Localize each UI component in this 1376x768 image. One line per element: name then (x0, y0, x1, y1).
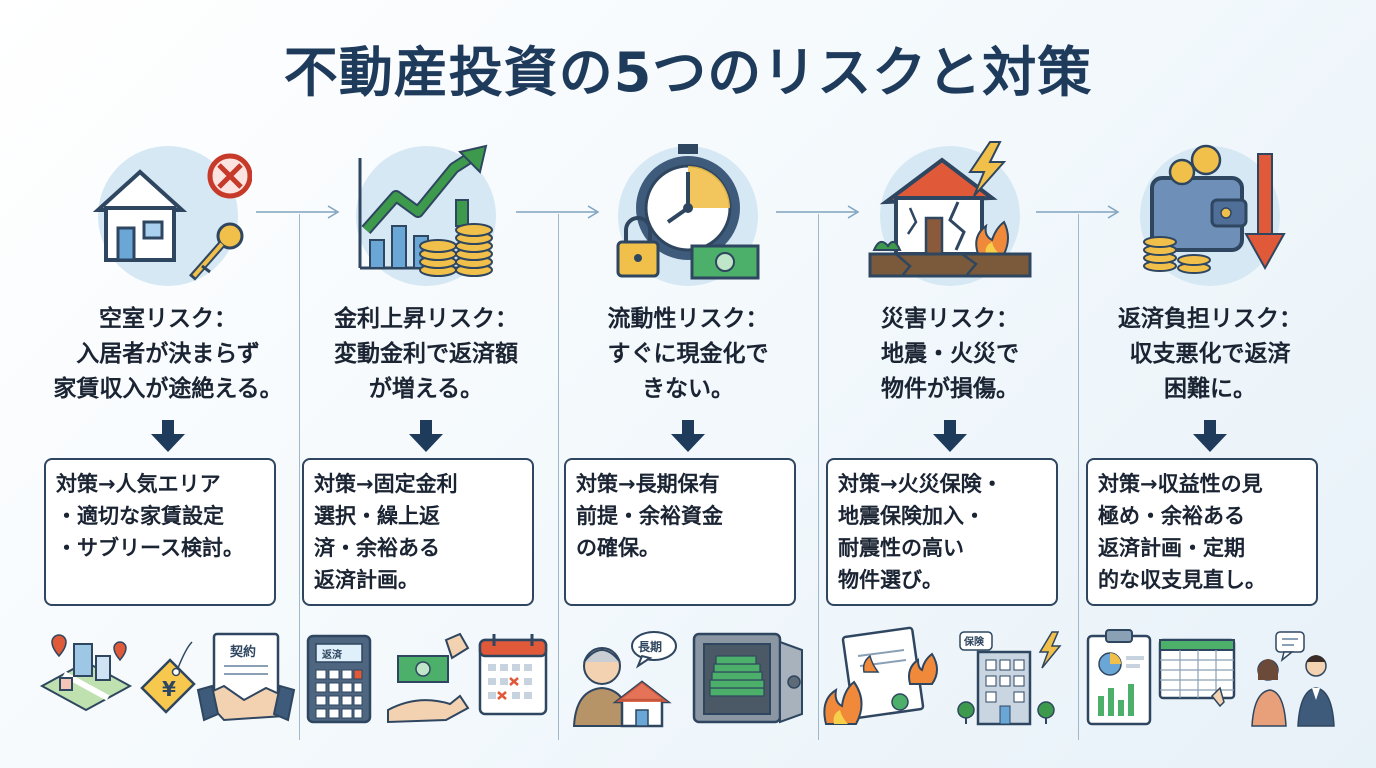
countermeasure-box: 対策→収益性の見 極め・余裕ある 返済計画・定期 的な収支見直し。 (1086, 458, 1318, 606)
rising-chart-coins-icon (342, 138, 510, 288)
elderly-owner-icon: 長期 (572, 631, 677, 728)
building-icon: 保険 (957, 631, 1062, 726)
money-hand-icon (387, 632, 470, 724)
countermeasure-line: 対策→固定金利 (314, 472, 458, 496)
countermeasure-line: 前提・余裕資金 (576, 504, 723, 528)
risk-line: すぐに現金化で (607, 341, 769, 367)
countermeasure-line: の確保。 (576, 536, 660, 560)
flow-arrow (1036, 205, 1122, 219)
countermeasure-line: 返済計画・定期 (1098, 536, 1245, 560)
column-divider (1078, 214, 1079, 740)
yen-sign: ¥ (162, 677, 176, 701)
down-arrow-icon (151, 420, 185, 454)
countermeasure-box: 対策→人気エリア ・適切な家賃設定 ・サブリース検討。 (44, 458, 276, 606)
down-arrow-icon (933, 420, 967, 454)
countermeasure-line: 物件選び。 (838, 568, 943, 592)
risk-heading: 返済負担リスク： (1118, 306, 1302, 332)
risk-line: 地震・火災で (881, 341, 1019, 367)
illustration-row: 返済 (296, 626, 556, 730)
countermeasure-box: 対策→固定金利 選択・繰上返 済・余裕ある 返済計画。 (302, 458, 534, 606)
stopwatch-lock-cash-icon (604, 138, 772, 288)
countermeasure-line: 返済計画。 (314, 568, 419, 592)
risk-description: 空室リスク： 入居者が決まらず 家賃収入が途絶える。 (38, 302, 298, 407)
countermeasure-box: 対策→長期保有 前提・余裕資金 の確保。 (564, 458, 796, 606)
risk-heading: 金利上昇リスク： (334, 306, 518, 332)
risk-heading: 災害リスク： (881, 306, 1019, 332)
risk-description: 返済負担リスク： 収支悪化で返済 困難に。 (1080, 302, 1340, 407)
risk-line: が増える。 (368, 376, 484, 402)
risk-description: 流動性リスク： すぐに現金化で きない。 (558, 302, 818, 407)
risk-line: 変動金利で返済額 (334, 341, 518, 367)
countermeasure-line: 対策→人気エリア (56, 472, 221, 496)
risk-column-repayment-burden: 返済負担リスク： 収支悪化で返済 困難に。 対策→収益性の見 極め・余裕ある 返… (1086, 130, 1335, 740)
illustration-row: 長期 (558, 626, 818, 730)
risk-column-vacancy: 空室リスク： 入居者が決まらず 家賃収入が途絶える。 対策→人気エリア ・適切な… (39, 130, 296, 740)
column-divider (299, 214, 300, 740)
risk-line: 家賃収入が途絶える。 (53, 376, 283, 402)
spreadsheet-icon (1158, 638, 1236, 708)
countermeasure-line: 選択・繰上返 (314, 504, 440, 528)
countermeasure-line: 対策→長期保有 (576, 472, 720, 496)
contract-handshake-icon: 契約 (196, 632, 296, 722)
risk-description: 災害リスク： 地震・火災で 物件が損傷。 (820, 302, 1080, 407)
countermeasure-line: 済・余裕ある (314, 536, 440, 560)
fire-insurance-icon (823, 626, 938, 725)
risk-line: 困難に。 (1164, 376, 1256, 402)
disaster-house-icon (866, 138, 1034, 288)
countermeasure-line: ・適切な家賃設定 (56, 504, 224, 528)
flow-arrow (256, 205, 342, 219)
risk-line: きない。 (642, 376, 734, 402)
risk-line: 物件が損傷。 (881, 376, 1019, 402)
risk-heading: 流動性リスク： (607, 306, 769, 332)
illustration-row (1080, 626, 1340, 730)
illustration-row: 保険 (820, 626, 1080, 730)
contract-label: 契約 (229, 644, 256, 660)
clipboard-chart-icon (1086, 629, 1152, 726)
long-term-label: 長期 (638, 639, 662, 654)
risk-column-interest-rate: 金利上昇リスク： 変動金利で返済額 が増える。 対策→固定金利 選択・繰上返 済… (302, 130, 548, 740)
countermeasure-box: 対策→火災保険・ 地震保険加入・ 耐震性の高い 物件選び。 (826, 458, 1058, 606)
calculator-icon: 返済 (306, 634, 372, 724)
countermeasure-line: 的な収支見直し。 (1098, 568, 1266, 592)
countermeasure-line: 対策→火災保険・ (838, 472, 1003, 496)
safe-icon (692, 632, 803, 724)
risk-heading: 空室リスク： (99, 306, 237, 332)
countermeasure-line: 対策→収益性の見 (1098, 472, 1263, 496)
city-map-icon (39, 634, 133, 712)
risk-line: 入居者が決まらず (76, 341, 260, 367)
illustration-row: ¥ 契約 (38, 626, 298, 730)
down-arrow-icon (671, 420, 705, 454)
flow-arrow (516, 205, 602, 219)
flow-arrow (776, 205, 862, 219)
countermeasure-line: 極め・余裕ある (1098, 504, 1245, 528)
down-arrow-icon (1193, 420, 1227, 454)
calendar-icon (478, 634, 548, 716)
countermeasure-line: ・サブリース検討。 (56, 536, 244, 560)
countermeasure-line: 地震保険加入・ (838, 504, 985, 528)
vacancy-house-key-icon (84, 138, 252, 288)
calculator-label: 返済 (322, 648, 343, 661)
countermeasure-line: 耐震性の高い (838, 536, 964, 560)
consultation-icon (1251, 631, 1335, 727)
price-tag-icon: ¥ (140, 641, 196, 714)
down-arrow-icon (409, 420, 443, 454)
column-divider (558, 214, 559, 740)
risk-column-liquidity: 流動性リスク： すぐに現金化で きない。 対策→長期保有 前提・余裕資金 の確保… (564, 130, 808, 740)
wallet-down-arrow-icon (1126, 138, 1294, 288)
risk-description: 金利上昇リスク： 変動金利で返済額 が増える。 (296, 302, 556, 407)
risk-column-disaster: 災害リスク： 地震・火災で 物件が損傷。 対策→火災保険・ 地震保険加入・ 耐震… (823, 130, 1070, 740)
page-title: 不動産投資の5つのリスクと対策 (283, 41, 1093, 104)
risk-line: 収支悪化で返済 (1129, 341, 1291, 367)
column-divider (818, 214, 819, 740)
insurance-label: 保険 (963, 635, 985, 648)
